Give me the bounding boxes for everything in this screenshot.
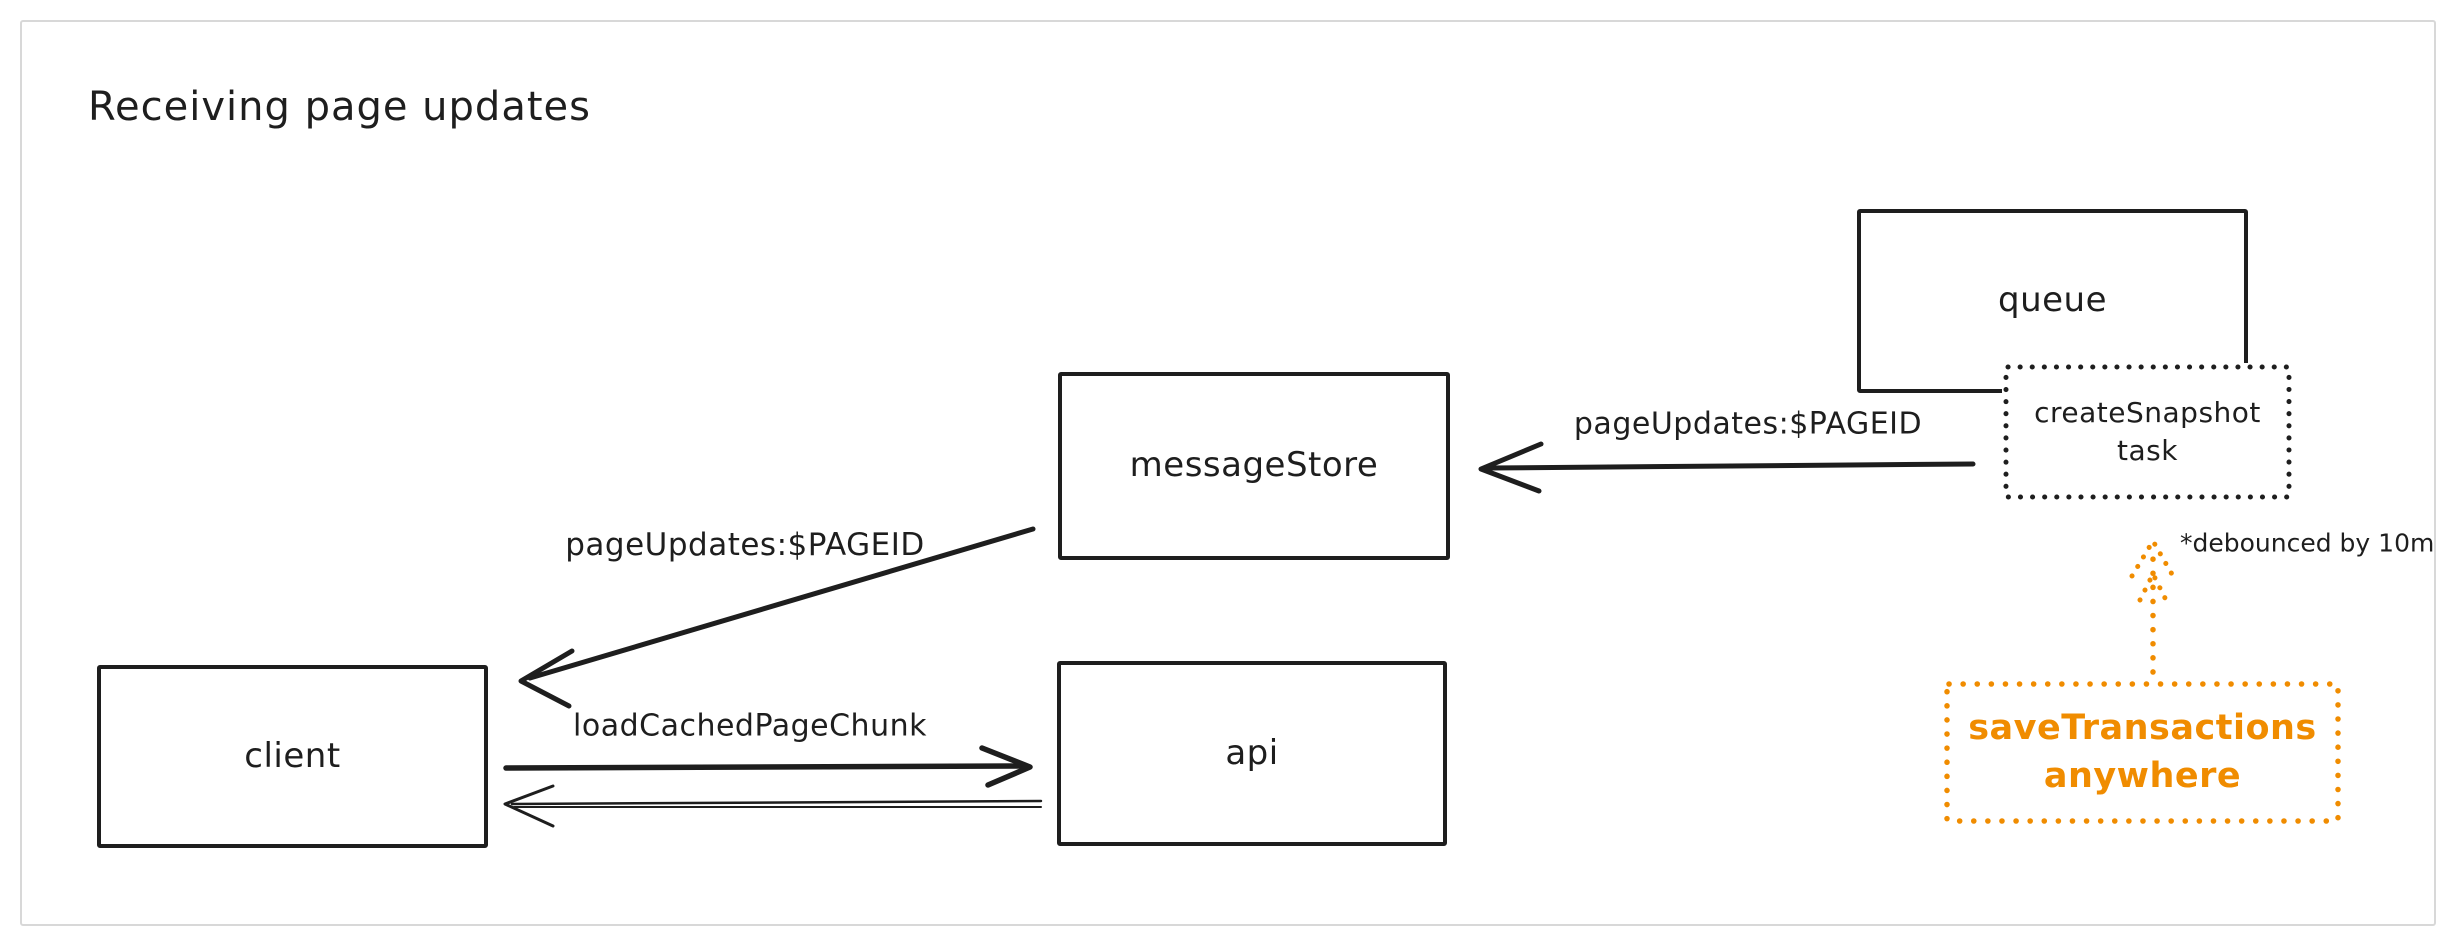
- node-client-label: client: [244, 735, 341, 776]
- node-client: client: [97, 665, 488, 848]
- node-api-label: api: [1225, 732, 1279, 773]
- frame-border: [20, 20, 2436, 926]
- node-create-snapshot-task: createSnapshot task: [2002, 363, 2293, 501]
- node-api: api: [1057, 661, 1447, 846]
- node-save-transactions: saveTransactions anywhere: [1943, 680, 2342, 825]
- diagram-title: Receiving page updates: [88, 84, 591, 130]
- node-message-store: messageStore: [1058, 372, 1450, 560]
- edge-label-client-to-api: loadCachedPageChunk: [573, 708, 927, 744]
- node-save-transactions-label: saveTransactions anywhere: [1968, 708, 2317, 796]
- edge-label-snapshot-to-messagestore: pageUpdates:$PAGEID: [1573, 406, 1923, 442]
- node-create-snapshot-task-label: createSnapshot task: [2034, 396, 2261, 467]
- edge-label-messagestore-to-client: pageUpdates:$PAGEID: [565, 527, 925, 563]
- node-queue-label: queue: [1997, 280, 2107, 321]
- debounce-note: *debounced by 10m: [2180, 528, 2435, 558]
- node-message-store-label: messageStore: [1129, 445, 1379, 486]
